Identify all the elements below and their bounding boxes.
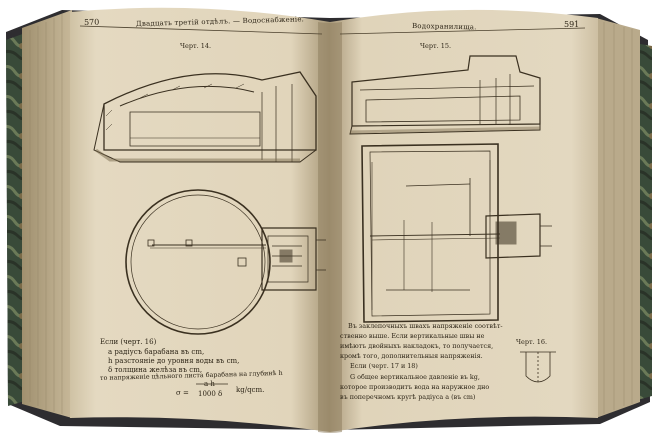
right-plan-drawing [361,143,552,323]
right-text-line-8: въ поперечномъ кругѣ радіуса a (въ cm) [340,393,476,401]
right-text-line-2: ственно выше. Если вертикальные швы не [340,332,485,340]
formula-units: kg/qcm. [236,386,265,394]
right-text-line-5: Если (черт. 17 и 18) [350,362,418,370]
formula-prefix: σ = [176,389,189,397]
gutter-shadow [318,22,342,433]
left-page [70,7,330,432]
page-edges [22,10,640,418]
right-page [330,9,598,433]
left-plan-drawing [125,189,326,335]
right-page-number: 591 [564,20,580,29]
formula-numerator: a h [204,380,215,388]
right-running-head: Водохранилища. [411,22,477,32]
left-head-rule [79,25,323,35]
left-page-number: 570 [83,17,100,27]
left-figure-caption: Черт. 14. [180,42,212,50]
right-section-drawing [349,55,541,135]
left-text-line-4: δ толщина желѣза въ cm, [108,366,203,374]
right-figure-caption: Черт. 15. [420,42,452,50]
right-text-line-4: кромѣ того, дополнительныя напряженія. [340,352,483,360]
left-text-line-1: Если (черт. 16) [100,338,157,346]
formula-denominator: 1000 δ [198,390,223,398]
left-text-line-3: h разстояніе до уровня воды въ cm, [108,357,240,365]
right-text-line-3: имѣютъ двойныхъ накладокъ, то получается… [340,342,494,350]
right-text-line-6: G общее вертикальное давленіе въ kg, [350,373,480,381]
left-section-drawing [93,71,317,163]
right-side-figure-caption: Черт. 16. [516,338,548,346]
right-text-line-1: Въ заклепочныхъ швахъ напряженіе соотвѣт… [348,322,503,330]
right-text-line-7: которое производитъ вода на наружное дно [340,383,490,391]
left-text-line-2: a радіусъ барабана въ cm, [108,348,205,356]
small-figure-16 [520,351,556,383]
right-head-rule [339,27,586,35]
